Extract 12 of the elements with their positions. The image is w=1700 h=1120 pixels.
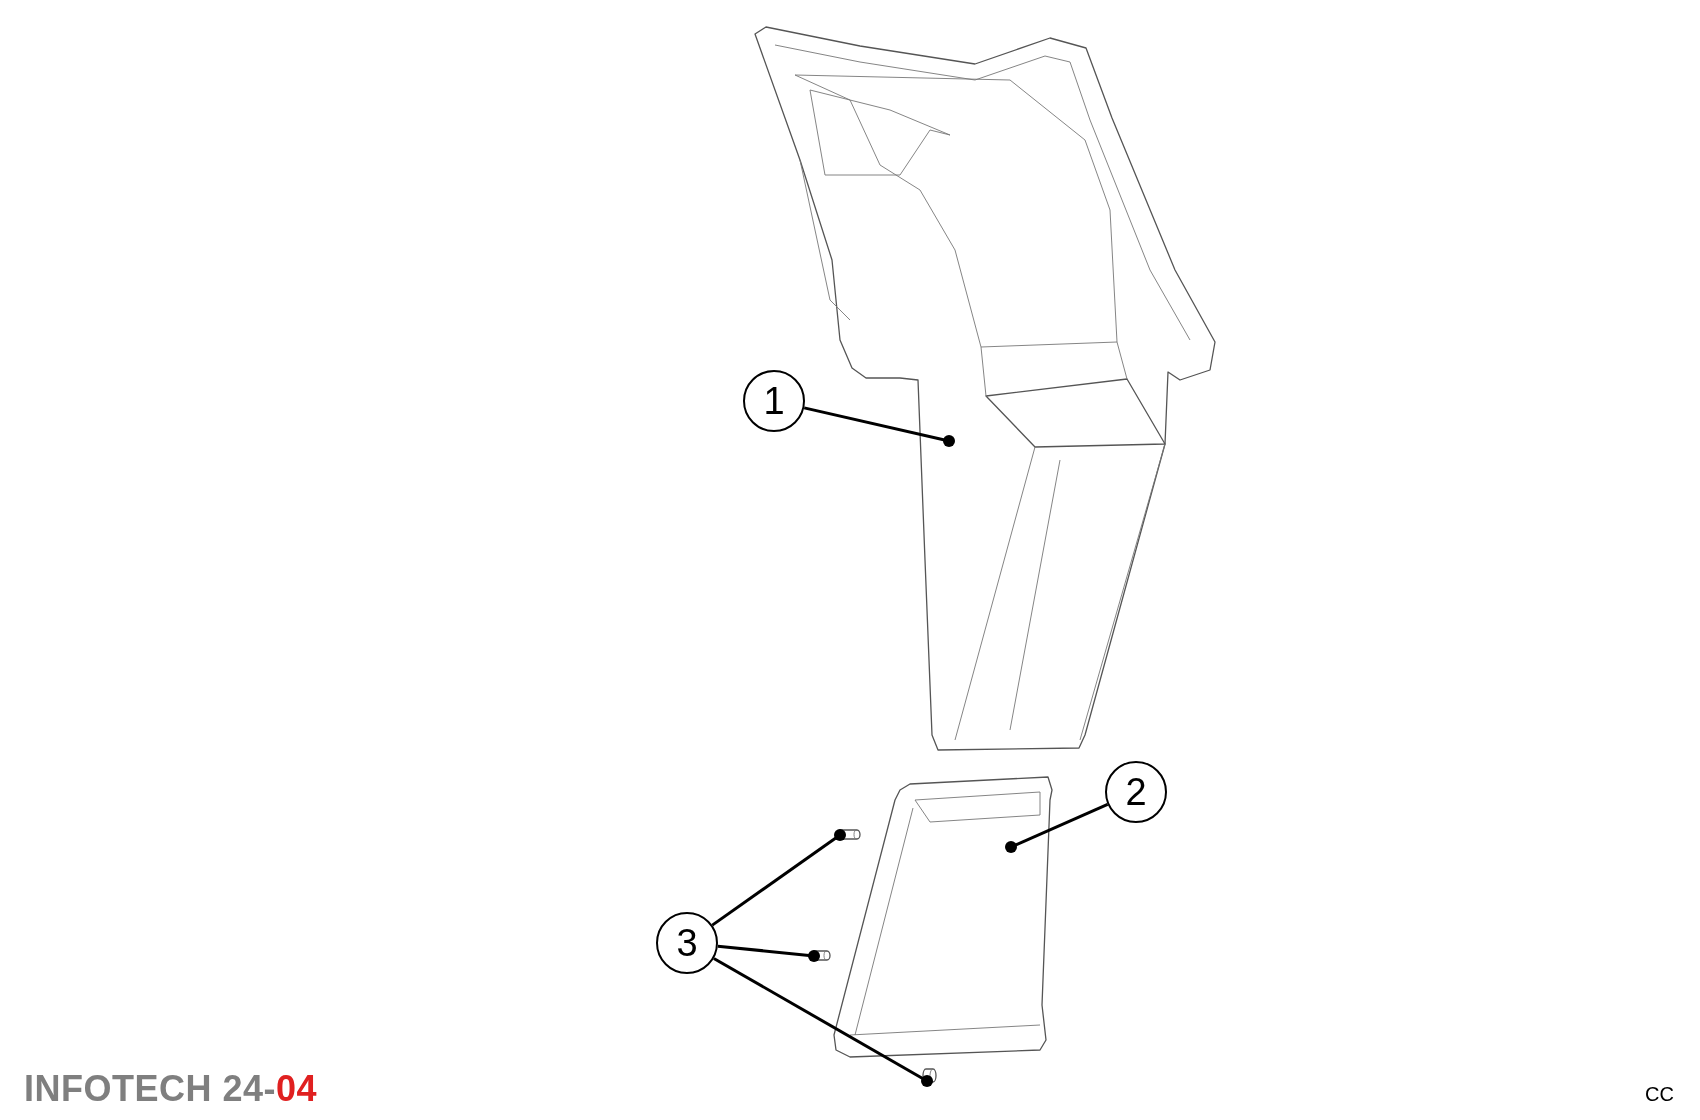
document-number: INFOTECH 24-04 xyxy=(24,1068,318,1110)
callout-number: 2 xyxy=(1105,761,1167,823)
leader-line xyxy=(1005,803,1109,853)
leader-line xyxy=(711,829,846,927)
code-text: CC xyxy=(1645,1083,1674,1106)
panel-drawing xyxy=(833,776,1053,1058)
callout-number: 1 xyxy=(743,370,805,432)
leader-line xyxy=(713,957,933,1087)
leader-line xyxy=(803,406,955,447)
callout-number: 3 xyxy=(656,912,718,974)
duct-drawing xyxy=(754,26,1216,751)
leader-line xyxy=(717,944,820,962)
